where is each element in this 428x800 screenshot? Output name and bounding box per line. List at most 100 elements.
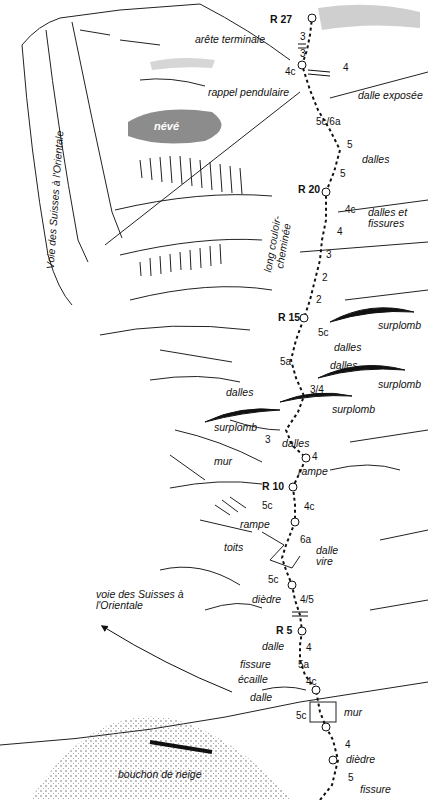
rock-line — [300, 72, 428, 610]
belay-station — [329, 756, 337, 764]
ledge-line — [130, 287, 272, 300]
terrain-label: arête terminale — [195, 34, 265, 45]
grade-label: 4 — [343, 63, 349, 74]
terrain-label: surplomb — [214, 422, 257, 433]
grade-label: 4 — [345, 740, 351, 751]
hatching — [140, 156, 242, 194]
grade-label: 3 — [300, 49, 306, 60]
belay-label: R 20 — [298, 184, 320, 195]
terrain-label: dalles — [226, 387, 253, 398]
grade-label: 4c — [285, 67, 296, 78]
terrain-label: surplomb — [378, 379, 421, 390]
hatching — [215, 497, 246, 515]
grade-label: 2 — [322, 273, 328, 284]
route-name: Voie des Suisses à l'Orientale — [45, 130, 66, 269]
belay-label: R 27 — [270, 14, 292, 25]
belay-station — [289, 483, 297, 491]
ridge-line — [22, 4, 200, 45]
belay-station — [322, 723, 330, 731]
ledge-line — [170, 430, 262, 480]
grade-label: 4c — [304, 502, 315, 513]
terrain-label: bouchon de neige — [118, 769, 202, 780]
terrain-label: rampe — [298, 466, 328, 477]
terrain-label: dalles — [330, 360, 357, 371]
neve-patch — [128, 110, 221, 144]
terrain-label: écaille — [238, 674, 268, 685]
terrain-label: toits — [224, 542, 243, 553]
grade-label: 2 — [316, 295, 322, 306]
grade-label: 5 — [348, 773, 354, 784]
belay-label: R 15 — [278, 312, 300, 323]
terrain-label: dalles et fissures — [368, 207, 426, 229]
overhang-mark — [205, 409, 280, 422]
belay-station — [300, 314, 308, 322]
belay-station — [298, 627, 306, 635]
terrain-label: dalle exposée — [358, 90, 423, 101]
terrain-label: surplomb — [332, 404, 375, 415]
snow-plug-crack — [150, 742, 212, 752]
terrain-label: dalles — [282, 438, 309, 449]
terrain-label: dalles — [334, 342, 361, 353]
terrain-label: dièdre — [346, 754, 375, 765]
grade-label: 5 — [347, 140, 353, 151]
belay-label: R 5 — [276, 625, 292, 636]
snow-band — [150, 58, 215, 70]
belay-station — [308, 14, 316, 22]
terrain-label: dalle vire — [316, 545, 346, 567]
grade-label: 3 — [300, 32, 306, 43]
grade-label: 4c — [345, 205, 356, 216]
route-name: long couloir- cheminée — [261, 208, 295, 283]
flake-outline — [262, 687, 306, 690]
grade-label: 4 — [312, 452, 318, 463]
belay-label: R 10 — [262, 481, 284, 492]
terrain-label: dalles — [362, 154, 389, 165]
grade-label: 5a — [280, 357, 291, 368]
grade-label: 3 — [326, 250, 332, 261]
ledge-line — [80, 30, 205, 86]
wall-box — [310, 702, 336, 722]
belay-station — [302, 454, 310, 462]
belay-station — [288, 581, 296, 589]
terrain-label: surplomb — [378, 320, 421, 331]
ridge-line — [72, 22, 122, 238]
grade-label: 3 — [265, 435, 271, 446]
ledge-line — [115, 195, 272, 210]
ledge-line — [100, 326, 250, 335]
terrain-label: rappel pendulaire — [208, 87, 289, 98]
snow-band — [318, 5, 420, 30]
roof-outline — [262, 532, 300, 568]
grade-label: 5c — [262, 501, 273, 512]
grade-label: 5a — [298, 660, 309, 671]
snow-plug — [30, 716, 292, 800]
grade-label: 6a — [300, 535, 311, 546]
grade-label: 3/4 — [310, 385, 324, 396]
grade-label: 4c — [306, 677, 317, 688]
belay-station — [312, 686, 320, 694]
grade-label: 5c — [268, 575, 279, 586]
grade-label: 5c/6a — [316, 117, 340, 128]
grade-label: 4 — [306, 643, 312, 654]
terrain-label: fissure — [240, 659, 271, 670]
belay-station — [291, 518, 299, 526]
rappel-mark — [292, 44, 330, 616]
snowfield-label: névé — [154, 121, 179, 133]
grade-label: 4/5 — [300, 595, 314, 606]
terrain-label: rampe — [240, 519, 270, 530]
grade-label: 5 — [340, 169, 346, 180]
ridge-line — [22, 45, 72, 305]
grade-label: 4 — [337, 227, 343, 238]
grade-label: 5c — [296, 711, 307, 722]
ridge-line — [200, 4, 290, 60]
terrain-label: dièdre — [252, 594, 281, 605]
terrain-label: mur — [344, 707, 362, 718]
route-arrow — [102, 626, 232, 692]
terrain-label: dalle — [250, 692, 272, 703]
ledge-line — [150, 350, 240, 382]
hatching — [140, 244, 221, 276]
ledge-line — [120, 239, 262, 255]
grade-label: 5c — [318, 328, 329, 339]
belay-station — [298, 61, 306, 69]
route-line — [282, 18, 340, 800]
